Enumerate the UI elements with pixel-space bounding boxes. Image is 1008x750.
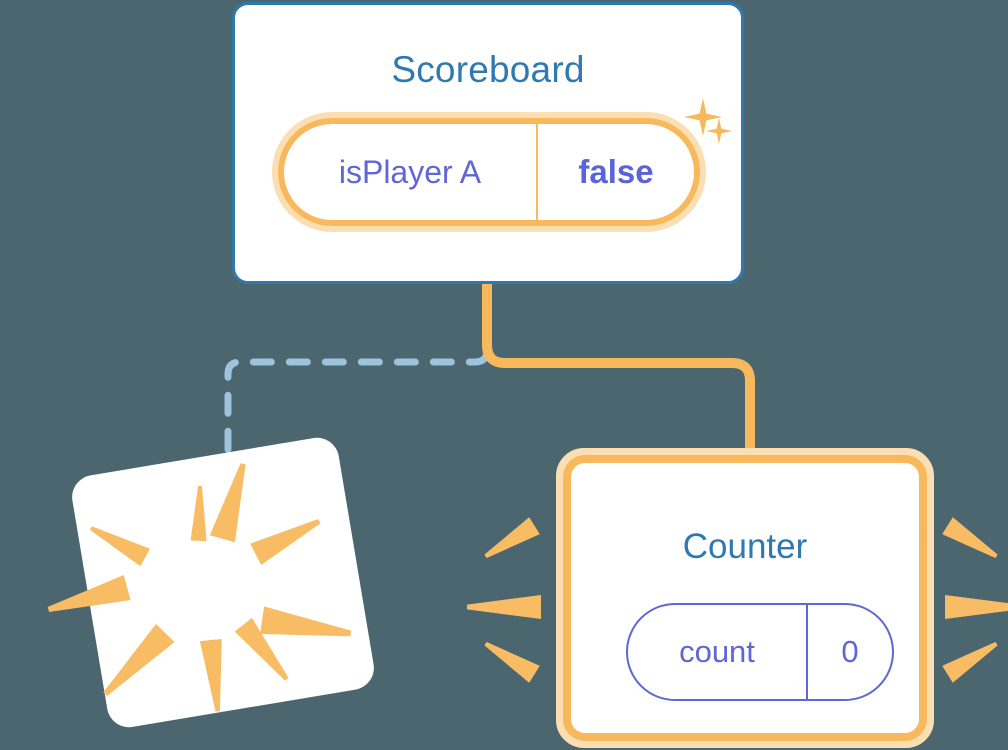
burst-ray <box>191 486 208 541</box>
counter-ray-left <box>480 517 540 565</box>
scoreboard-state-value: false <box>578 153 654 190</box>
counter-title: Counter <box>682 527 808 566</box>
counter-ray-left <box>467 595 541 619</box>
counter-state-key: count <box>679 634 755 669</box>
counter-ray-right <box>942 635 1002 683</box>
pill-body: isPlayer A false <box>278 118 700 226</box>
counter-ray-left <box>480 635 540 683</box>
burst-ray <box>86 519 150 566</box>
burst-ray <box>210 460 256 542</box>
connector-scoreboard-to-counter <box>482 284 755 460</box>
burst-card[interactable] <box>69 434 378 731</box>
burst-ray <box>250 510 325 565</box>
pill-highlight-glow <box>272 112 706 232</box>
burst-ray <box>96 624 175 704</box>
pill-divider <box>536 118 538 226</box>
counter-ray-right <box>942 517 1002 565</box>
pill-divider <box>806 605 808 699</box>
burst-ray <box>200 639 229 713</box>
counter-state-value: 0 <box>841 634 859 669</box>
burst-ray <box>260 606 353 647</box>
counter-card-body: Counter count 0 <box>563 455 927 741</box>
burst-ray <box>45 575 131 622</box>
scoreboard-state-key: isPlayer A <box>338 153 482 190</box>
counter-card[interactable]: Counter count 0 <box>556 448 934 748</box>
counter-state-pill[interactable]: count 0 <box>626 603 894 701</box>
scoreboard-title: Scoreboard <box>391 49 585 90</box>
scoreboard-state-pill[interactable]: isPlayer A false <box>272 112 706 232</box>
counter-ray-right <box>945 595 1008 619</box>
